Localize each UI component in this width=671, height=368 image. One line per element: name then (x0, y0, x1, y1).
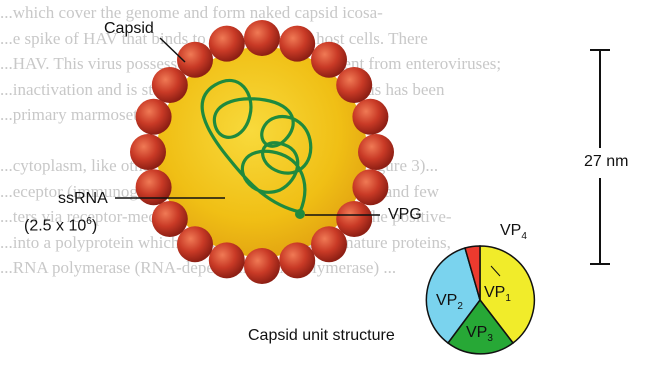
capsomere-bead (130, 134, 166, 170)
ssrna-label: ssRNA (58, 190, 108, 208)
vpg-protein (295, 209, 305, 219)
capsid-label: Capsid (104, 20, 154, 38)
genome-size-suffix: ) (92, 217, 97, 234)
capsomere-bead (352, 99, 388, 135)
vp3-label: VP3 (466, 324, 493, 344)
genome-size-label: (2.5 x 106) (24, 216, 97, 235)
genome-size-prefix: (2.5 x 10 (24, 217, 86, 234)
vpg-label: VPG (388, 206, 422, 224)
unit-structure-label: Capsid unit structure (248, 327, 395, 345)
capsomere-bead (358, 134, 394, 170)
capsomere-bead (279, 26, 315, 62)
capsomere-bead (152, 201, 188, 237)
vp2-label: VP2 (436, 292, 463, 312)
capsomere-bead (244, 20, 280, 56)
capsomere-bead (244, 248, 280, 284)
size-label: 27 nm (582, 153, 630, 171)
capsomere-bead (136, 169, 172, 205)
capsomere-bead (311, 226, 347, 262)
capsomere-bead (136, 99, 172, 135)
capsomere-bead (336, 67, 372, 103)
capsomere-bead (279, 242, 315, 278)
capsomere-bead (209, 242, 245, 278)
capsomere-bead (352, 169, 388, 205)
vp1-label: VP1 (484, 284, 511, 304)
capsomere-bead (209, 26, 245, 62)
vp4-label: VP4 (500, 222, 527, 242)
